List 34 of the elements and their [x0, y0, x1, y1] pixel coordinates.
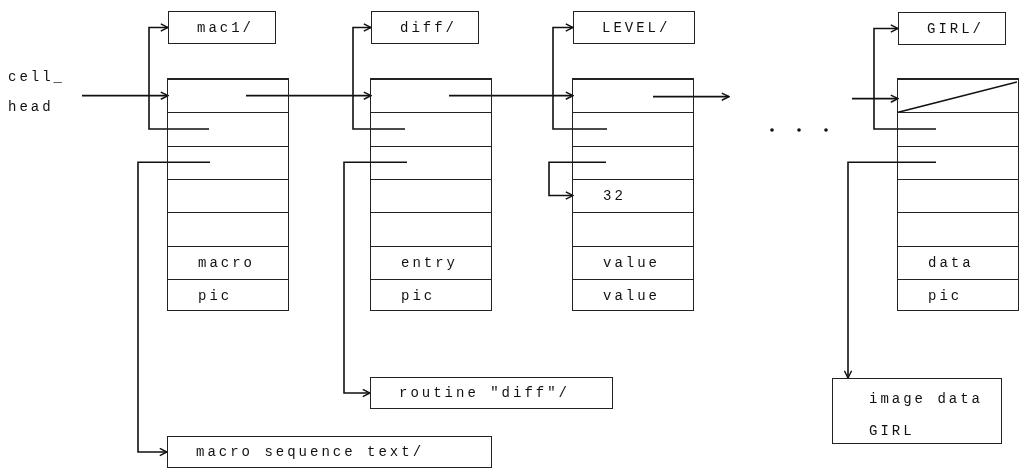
arrow	[873, 24, 937, 130]
memory-cell	[572, 78, 694, 312]
field-cell: pic	[371, 278, 491, 313]
arrow	[81, 91, 169, 100]
arrow	[552, 23, 608, 130]
arrow	[137, 161, 211, 457]
arrow	[548, 161, 607, 200]
memory-cell	[897, 78, 1019, 312]
name-box: GIRL/	[898, 12, 1006, 45]
memory-cell	[167, 78, 289, 312]
name-box: mac1/	[168, 11, 276, 44]
memory-cell	[370, 78, 492, 312]
field-cell: data	[898, 245, 1018, 279]
arrow	[148, 23, 210, 130]
field-cell: value	[573, 278, 693, 313]
string-box: routine "diff"/	[370, 377, 613, 409]
field-cell: 32	[573, 178, 693, 213]
field-cell: value	[573, 245, 693, 279]
field-cell: pic	[168, 278, 288, 313]
arrow	[352, 23, 406, 130]
arrow	[851, 94, 899, 103]
field-cell: entry	[371, 245, 491, 279]
arrow	[343, 161, 408, 398]
name-box: LEVEL/	[573, 11, 695, 44]
name-box: diff/	[371, 11, 479, 44]
arrow	[652, 92, 730, 101]
field-cell: pic	[898, 278, 1018, 313]
arrow	[448, 91, 574, 100]
field-cell: macro	[168, 245, 288, 279]
arrow	[843, 161, 937, 379]
string-box: macro sequence text/	[167, 436, 492, 468]
data-box: image data GIRL	[832, 378, 1002, 444]
pointer-name: cell_ head	[8, 62, 78, 126]
arrow	[245, 91, 372, 100]
